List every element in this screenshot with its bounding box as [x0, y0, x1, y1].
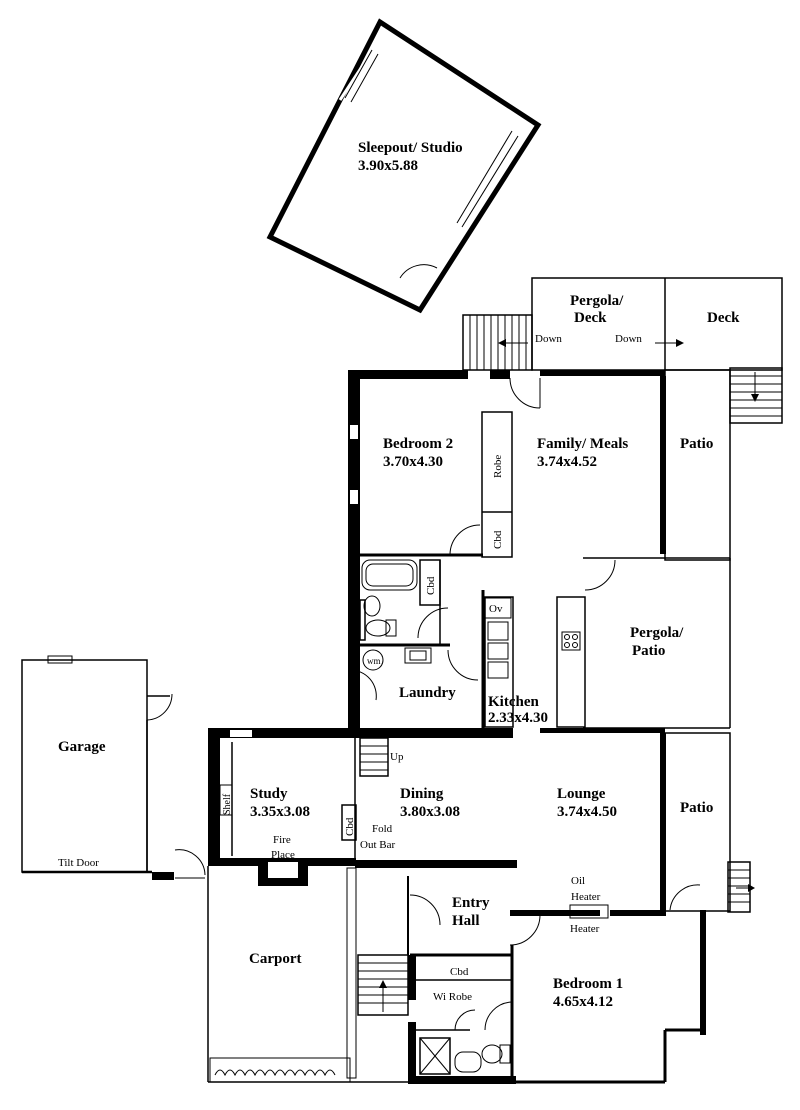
bedroom1-label: Bedroom 1 [553, 976, 623, 992]
shelf-label: Shelf [222, 793, 233, 815]
pergola-patio-label-2: Patio [632, 643, 665, 659]
robe-label: Robe [492, 455, 504, 478]
cbd-study-label: Cbd [344, 817, 356, 836]
garage-label: Garage [58, 739, 106, 755]
kitchen-label: Kitchen [488, 694, 539, 710]
sleepout-label: Sleepout/ Studio [358, 140, 463, 156]
lounge-label: Lounge [557, 786, 606, 802]
deck-label: Deck [707, 310, 740, 326]
laundry-label: Laundry [399, 685, 456, 701]
bedroom1-dims: 4.65x4.12 [553, 994, 613, 1010]
bedroom2-dims: 3.70x4.30 [383, 454, 443, 470]
down-label-right: Down [615, 333, 642, 345]
study-dims: 3.35x3.08 [250, 804, 310, 820]
up-label: Up [390, 751, 404, 763]
family-label: Family/ Meals [537, 436, 628, 452]
tilt-door-label: Tilt Door [58, 857, 99, 869]
down-label-left: Down [535, 333, 562, 345]
sleepout-dims: 3.90x5.88 [358, 158, 418, 174]
pergola-deck-label-1: Pergola/ [570, 293, 624, 309]
out-bar-label: Out Bar [360, 839, 395, 851]
fire-label: Fire [273, 834, 291, 846]
family-dims: 3.74x4.52 [537, 454, 597, 470]
fold-label: Fold [372, 823, 393, 835]
sleepout-studio [266, 18, 542, 314]
oil-label: Oil [571, 875, 585, 887]
washing-machine-label: wm [367, 656, 381, 666]
wi-robe-label: Wi Robe [433, 991, 472, 1003]
cbd-bedroom2-label: Cbd [492, 530, 504, 549]
cbd-bath-label: Cbd [425, 576, 437, 595]
pergola-deck-area [462, 277, 783, 424]
pergola-deck-label-2: Deck [574, 310, 607, 326]
heater-label: Heater [570, 923, 600, 935]
bedroom2-label: Bedroom 2 [383, 436, 453, 452]
patio-top-label: Patio [680, 436, 713, 452]
patio-mid-label: Patio [680, 800, 713, 816]
study-label: Study [250, 786, 288, 802]
oven-label: Ov [489, 603, 503, 615]
entry-label-2: Hall [452, 913, 480, 929]
place-label: Place [271, 849, 295, 861]
entry-label-1: Entry [452, 895, 490, 911]
door-swings [174, 377, 701, 1031]
garage [21, 655, 174, 880]
dining-dims: 3.80x3.08 [400, 804, 460, 820]
cbd-bedroom1-label: Cbd [450, 966, 469, 978]
lounge-dims: 3.74x4.50 [557, 804, 617, 820]
kitchen-dims: 2.33x4.30 [488, 710, 548, 726]
house-walls [207, 369, 755, 1084]
oil-heater-label: Heater [571, 891, 601, 903]
pergola-patio-label-1: Pergola/ [630, 625, 684, 641]
dining-label: Dining [400, 786, 444, 802]
carport-label: Carport [249, 951, 302, 967]
